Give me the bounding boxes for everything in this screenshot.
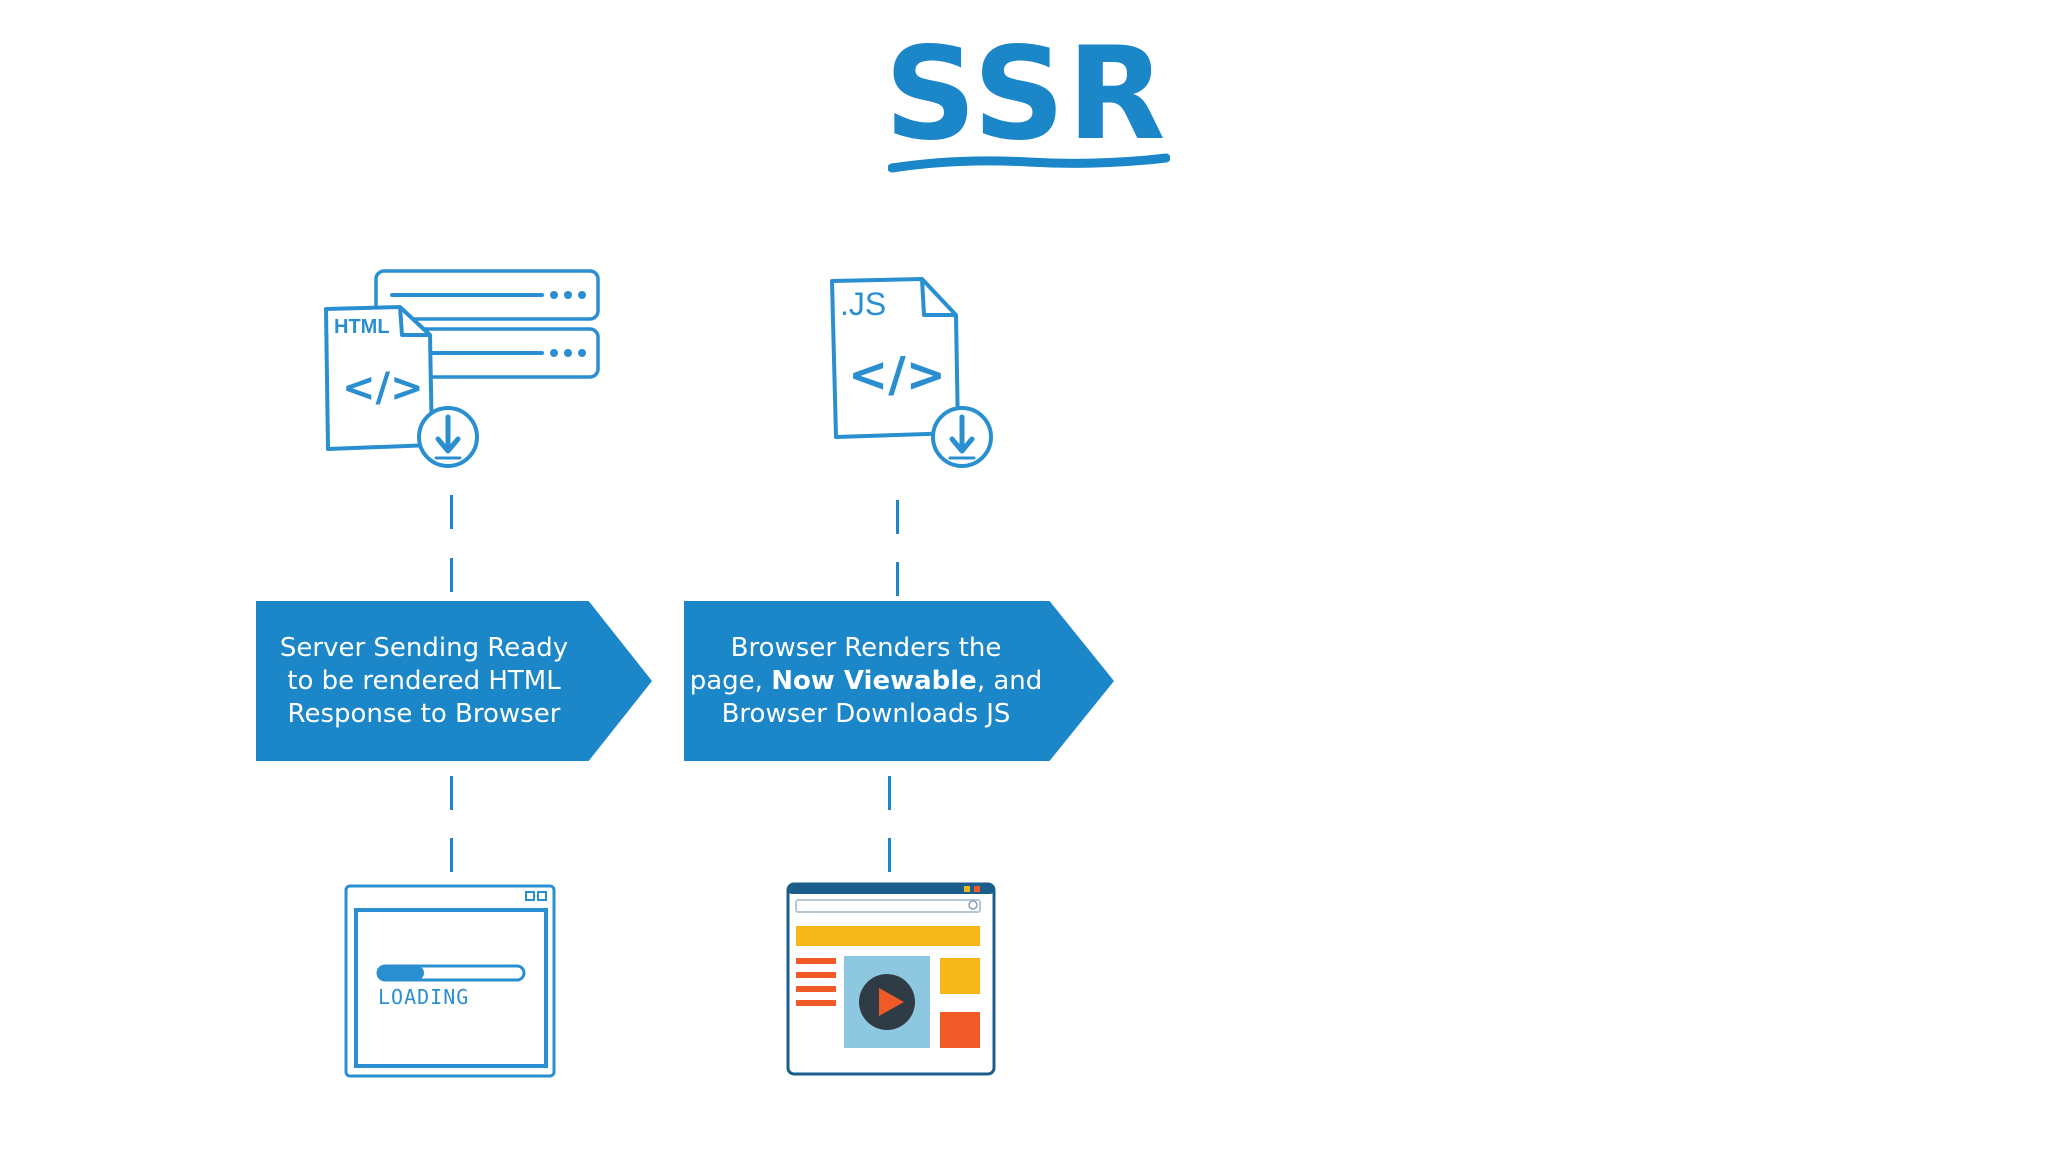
- loading-browser-icon: [344, 884, 556, 1078]
- connector-dash: [450, 776, 453, 810]
- loading-progress-fill: [378, 966, 424, 980]
- connector-dash: [896, 500, 899, 534]
- diagram-title: SSR: [884, 20, 1168, 169]
- step2-line3: Browser Downloads JS: [721, 698, 1011, 729]
- step1-text: Server Sending Ready to be rendered HTML…: [280, 632, 568, 731]
- step1-line2: to be rendered HTML: [287, 665, 561, 696]
- title-underline: [888, 153, 1170, 173]
- download-icon: [417, 406, 479, 468]
- step1-arrow: Server Sending Ready to be rendered HTML…: [256, 601, 652, 761]
- play-icon: [859, 974, 915, 1030]
- download-icon: [931, 406, 993, 468]
- js-file-icon: .JS </>: [830, 277, 960, 439]
- rendered-page-icon: [786, 882, 996, 1076]
- step2-arrow: Browser Renders the page, Now Viewable, …: [684, 601, 1114, 761]
- connector-dash: [450, 558, 453, 592]
- connector-dash: [450, 495, 453, 529]
- step2-line2-post: , and: [976, 665, 1043, 696]
- step1-icon-group: HTML </>: [320, 265, 610, 490]
- html-code-glyph: </>: [342, 365, 424, 411]
- connector-dash: [896, 562, 899, 596]
- js-file-label: .JS: [840, 286, 886, 322]
- connector-dash: [450, 838, 453, 872]
- connector-dash: [888, 776, 891, 810]
- step2-line1: Browser Renders the: [730, 632, 1002, 663]
- step2-line2-pre: page,: [689, 665, 772, 696]
- step1-line1: Server Sending Ready: [279, 632, 569, 663]
- connector-dash: [888, 838, 891, 872]
- step2-text: Browser Renders the page, Now Viewable, …: [690, 632, 1043, 731]
- js-code-glyph: </>: [848, 347, 946, 403]
- step2-icon-group: .JS </>: [826, 275, 1016, 490]
- html-file-label: HTML: [334, 316, 390, 338]
- loading-label: LOADING: [378, 985, 470, 1009]
- step2-emphasis: Now Viewable: [771, 665, 977, 696]
- step2-line2: page, Now Viewable, and: [690, 665, 1043, 698]
- step1-line3: Response to Browser: [287, 698, 561, 729]
- html-file-icon: HTML </>: [324, 305, 434, 451]
